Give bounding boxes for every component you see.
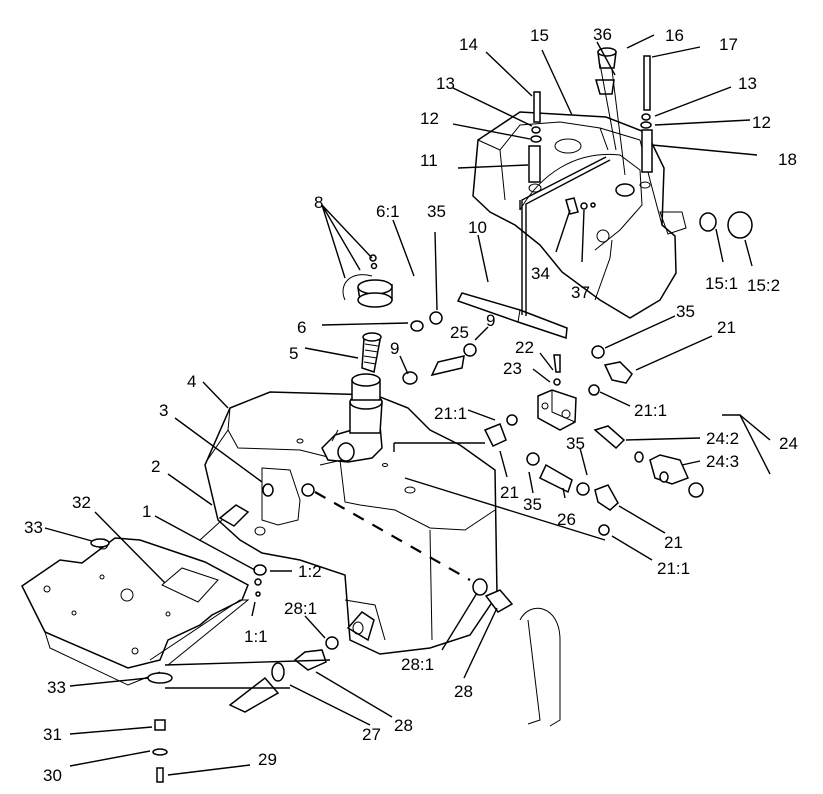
callout-21-1b: 21:1 xyxy=(634,401,667,420)
callout-28b: 28 xyxy=(394,716,413,735)
callout-labels: 1 1:1 1:2 2 3 4 5 6 6:1 8 9 9 10 11 12 1… xyxy=(24,25,798,785)
callout-17: 17 xyxy=(719,35,738,54)
callout-37: 37 xyxy=(571,283,590,302)
callout-24-2: 24:2 xyxy=(706,429,739,448)
callout-36: 36 xyxy=(593,25,612,44)
callout-8: 8 xyxy=(314,193,323,212)
callout-24: 24 xyxy=(779,434,798,453)
callout-2: 2 xyxy=(151,457,160,476)
leader-lines xyxy=(44,34,771,776)
callout-35a: 35 xyxy=(427,202,446,221)
alignment-lines xyxy=(164,200,606,689)
callout-6: 6 xyxy=(297,318,306,337)
callout-28-1b: 28:1 xyxy=(401,655,434,674)
callout-1-2: 1:2 xyxy=(298,562,322,581)
callout-16: 16 xyxy=(665,26,684,45)
callout-13b: 13 xyxy=(738,74,757,93)
callout-35c: 35 xyxy=(566,434,585,453)
callout-15-2: 15:2 xyxy=(747,276,780,295)
filler-neck xyxy=(321,373,383,463)
callout-22: 22 xyxy=(515,338,534,357)
hoses xyxy=(228,156,611,727)
callout-21-1c: 21:1 xyxy=(657,559,690,578)
callout-9b: 9 xyxy=(486,311,495,330)
fittings xyxy=(199,311,704,682)
callout-21b: 21 xyxy=(500,483,519,502)
callout-12a: 12 xyxy=(420,109,439,128)
upper-tank xyxy=(472,111,687,319)
callout-23: 23 xyxy=(503,359,522,378)
upper-hardware xyxy=(528,47,753,386)
callout-14: 14 xyxy=(459,35,478,54)
callout-4: 4 xyxy=(187,372,196,391)
callout-3: 3 xyxy=(159,401,168,420)
lower-tank xyxy=(204,391,498,655)
callout-25: 25 xyxy=(450,323,469,342)
callout-31: 31 xyxy=(43,725,62,744)
callout-15-1: 15:1 xyxy=(705,274,738,293)
callout-33b: 33 xyxy=(47,678,66,697)
callout-27: 27 xyxy=(362,725,381,744)
callout-11: 11 xyxy=(420,151,438,170)
callout-21-1a: 21:1 xyxy=(434,404,467,423)
callout-30: 30 xyxy=(43,766,62,785)
callout-35d: 35 xyxy=(523,495,542,514)
callout-1: 1 xyxy=(142,502,151,521)
callout-6-1: 6:1 xyxy=(376,202,400,221)
callout-18: 18 xyxy=(778,150,797,169)
callout-21a: 21 xyxy=(717,318,736,337)
callout-28-1a: 28:1 xyxy=(284,599,317,618)
callout-13a: 13 xyxy=(436,74,455,93)
callout-32: 32 xyxy=(72,493,91,512)
callout-29: 29 xyxy=(258,750,277,769)
fuel-cap xyxy=(342,254,393,308)
callout-35b: 35 xyxy=(676,302,695,321)
callout-12b: 12 xyxy=(752,113,771,132)
callout-15: 15 xyxy=(530,26,549,45)
callout-1-1: 1:1 xyxy=(244,627,268,646)
callout-33a: 33 xyxy=(24,518,43,537)
callout-24-3: 24:3 xyxy=(706,452,739,471)
callout-34: 34 xyxy=(531,264,550,283)
callout-21c: 21 xyxy=(664,533,683,552)
strainer xyxy=(361,332,382,373)
callout-9a: 9 xyxy=(390,339,399,358)
callout-28a: 28 xyxy=(454,682,473,701)
callout-26: 26 xyxy=(557,510,576,529)
callout-5: 5 xyxy=(289,344,298,363)
callout-10: 10 xyxy=(468,218,487,237)
